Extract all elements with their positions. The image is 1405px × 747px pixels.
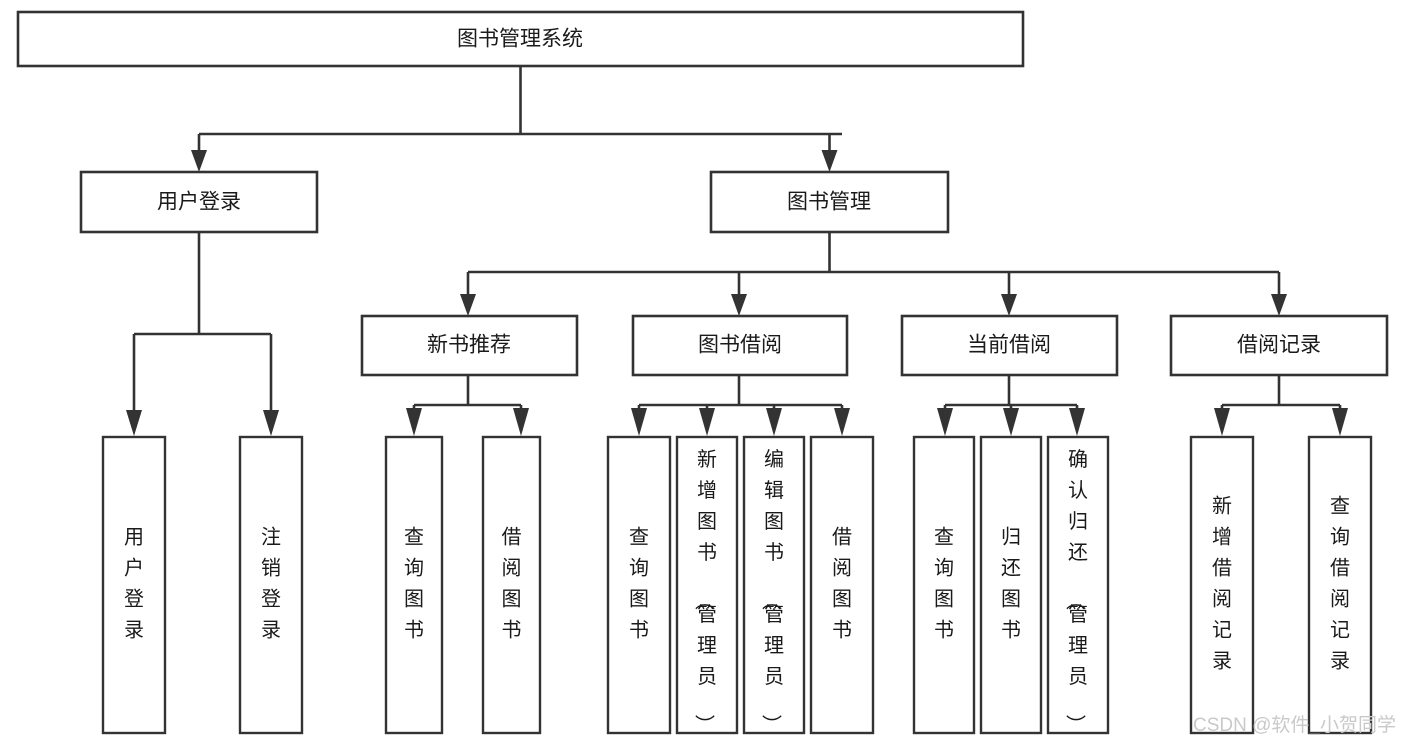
arrow-user-login-leaf1 [126,410,142,436]
node-label-book-management: 图书管理 [787,191,871,214]
leaf-node-label: 用户登录 [124,527,144,642]
leaf-node-label: 查询图书 [934,526,954,642]
arrow-borrow-leaf3 [766,408,782,436]
leaf-node-label: 借阅图书 [832,526,852,642]
leaf-node-注销登录[interactable]: 注销登录 [238,435,304,735]
node-box[interactable] [1307,435,1373,735]
node-box[interactable] [900,314,1119,377]
arrow-to-user-login [191,150,207,172]
arrow-borrow-leaf1 [631,408,647,436]
leaf-node-归还图书[interactable]: 归还图书 [979,435,1043,735]
arrow-to-book-management [821,150,838,172]
node-book-management-system[interactable]: 图书管理系统 [16,10,1025,68]
leaf-node-借阅图书[interactable]: 借阅图书 [481,435,542,735]
node-borrow-record[interactable]: 借阅记录 [1169,314,1389,377]
arrow-to-current-borrow [1001,294,1017,316]
leaf-node-label: 查询借阅记录 [1330,495,1350,673]
node-label-current-borrow: 当前借阅 [967,334,1051,357]
arrow-user-login-leaf2 [263,410,279,436]
arrow-to-new-book-recommend [460,294,476,316]
leaf-node-查询图书[interactable]: 查询图书 [912,435,976,735]
node-label-root: 图书管理系统 [457,28,583,51]
arrow-current-leaf2 [1003,408,1019,436]
leaf-node-label: 确认归还（管理员） [1063,448,1088,734]
node-label-new-book-recommend: 新书推荐 [427,334,511,357]
leaf-node-确认归还管理员[interactable]: 确认归还（管理员） [1046,435,1110,735]
arrow-recommend-leaf2 [513,408,529,436]
node-label-borrow-record: 借阅记录 [1237,334,1321,357]
arrow-current-leaf3 [1069,408,1085,436]
leaf-node-label: 编辑图书（管理员） [759,448,784,734]
arrow-current-leaf1 [937,408,953,436]
node-book-management[interactable]: 图书管理 [709,170,950,234]
arrow-borrow-leaf2 [699,408,715,436]
leaf-node-label: 归还图书 [1001,526,1021,642]
node-box[interactable] [360,314,579,377]
leaf-node-label: 借阅图书 [502,526,522,642]
leaf-node-用户登录[interactable]: 用户登录 [101,435,167,735]
node-box[interactable] [238,435,304,735]
arrow-record-leaf2 [1332,408,1348,436]
node-box[interactable] [979,435,1043,735]
node-box[interactable] [79,170,319,234]
node-label-book-borrow: 图书借阅 [698,334,782,357]
leaf-node-新增图书管理员[interactable]: 新增图书（管理员） [675,435,739,735]
node-box[interactable] [631,314,849,377]
leaf-node-查询借阅记录[interactable]: 查询借阅记录 [1307,435,1373,735]
node-box[interactable] [16,10,1025,68]
leaf-node-layer: 用户登录 注销登录 查询图书 借阅图书 查询图书 新增图书（管理员） 编辑图书（管理员） 借阅… [101,435,1373,735]
node-box[interactable] [606,435,672,735]
node-book-borrow[interactable]: 图书借阅 [631,314,849,377]
node-current-borrow[interactable]: 当前借阅 [900,314,1119,377]
node-box[interactable] [384,435,444,735]
node-box[interactable] [709,170,950,234]
leaf-node-label: 新增借阅记录 [1212,495,1232,673]
leaf-node-编辑图书管理员[interactable]: 编辑图书（管理员） [742,435,806,735]
node-box[interactable] [481,435,542,735]
leaf-node-label: 注销登录 [261,526,281,642]
node-box[interactable] [912,435,976,735]
node-box[interactable] [675,435,739,735]
leaf-node-查询图书[interactable]: 查询图书 [606,435,672,735]
node-box[interactable] [1046,435,1110,735]
arrow-to-borrow-record [1271,294,1287,316]
leaf-node-借阅图书[interactable]: 借阅图书 [809,435,875,735]
node-label-user-login: 用户登录 [157,191,241,214]
node-user-login[interactable]: 用户登录 [79,170,319,234]
leaf-node-label: 查询图书 [629,526,649,642]
arrow-borrow-leaf4 [834,408,850,436]
connector-layer [126,66,1348,436]
node-box[interactable] [101,435,167,735]
node-new-book-recommend[interactable]: 新书推荐 [360,314,579,377]
arrow-recommend-leaf1 [406,408,422,436]
leaf-node-新增借阅记录[interactable]: 新增借阅记录 [1189,435,1255,735]
node-box[interactable] [742,435,806,735]
node-box[interactable] [1189,435,1255,735]
leaf-node-label: 查询图书 [404,526,424,642]
arrow-to-book-borrow [731,294,747,316]
csdn-watermark: CSDN @软件_小贺同学 [1193,714,1396,736]
leaf-node-label: 新增图书（管理员） [692,448,717,734]
arrow-record-leaf1 [1214,408,1230,436]
node-box[interactable] [1169,314,1389,377]
leaf-node-查询图书[interactable]: 查询图书 [384,435,444,735]
node-box[interactable] [809,435,875,735]
